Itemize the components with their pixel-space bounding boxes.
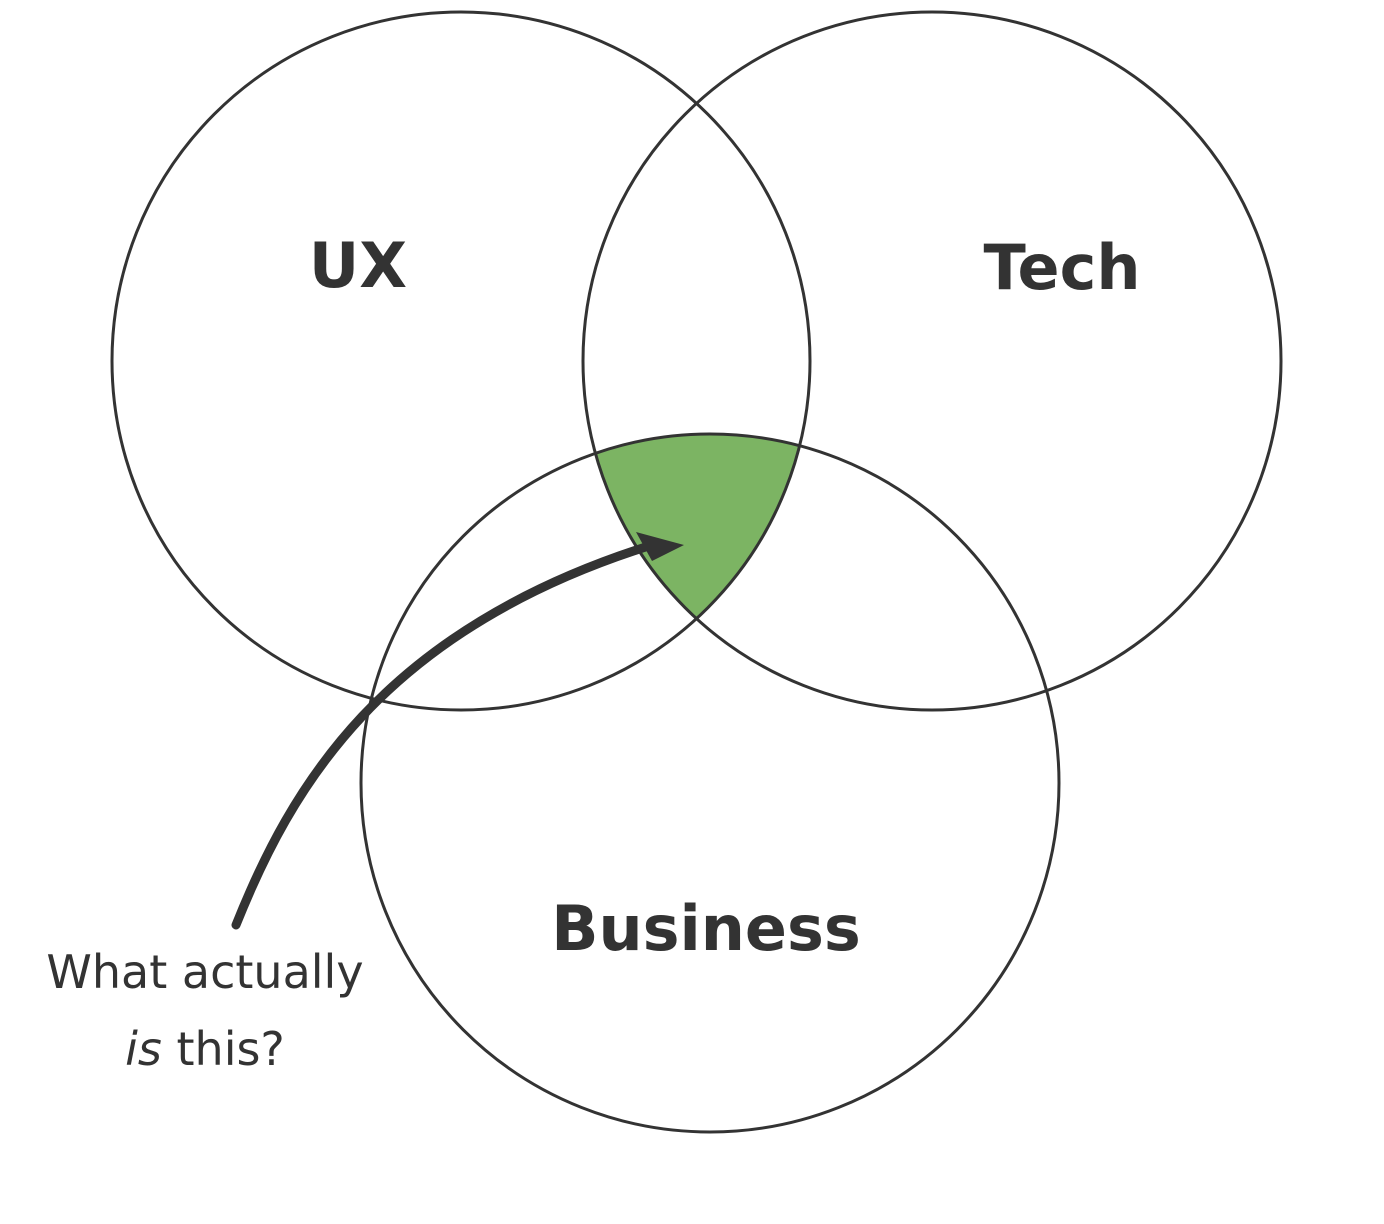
arrowhead-icon [636,532,684,561]
annotation-emphasis: is [125,1022,162,1076]
triple-intersection-highlight [583,434,810,710]
tech-circle [581,10,1283,712]
annotation-line-2: is this? [125,1022,285,1076]
ux-label: UX [309,229,407,302]
business-circle [359,432,1061,1134]
tech-label: Tech [984,231,1141,304]
ux-circle [110,10,812,712]
annotation-rest: this? [162,1022,285,1076]
business-label: Business [551,892,861,965]
annotation-arrow [231,540,657,930]
annotation-line-1: What actually [46,945,363,999]
